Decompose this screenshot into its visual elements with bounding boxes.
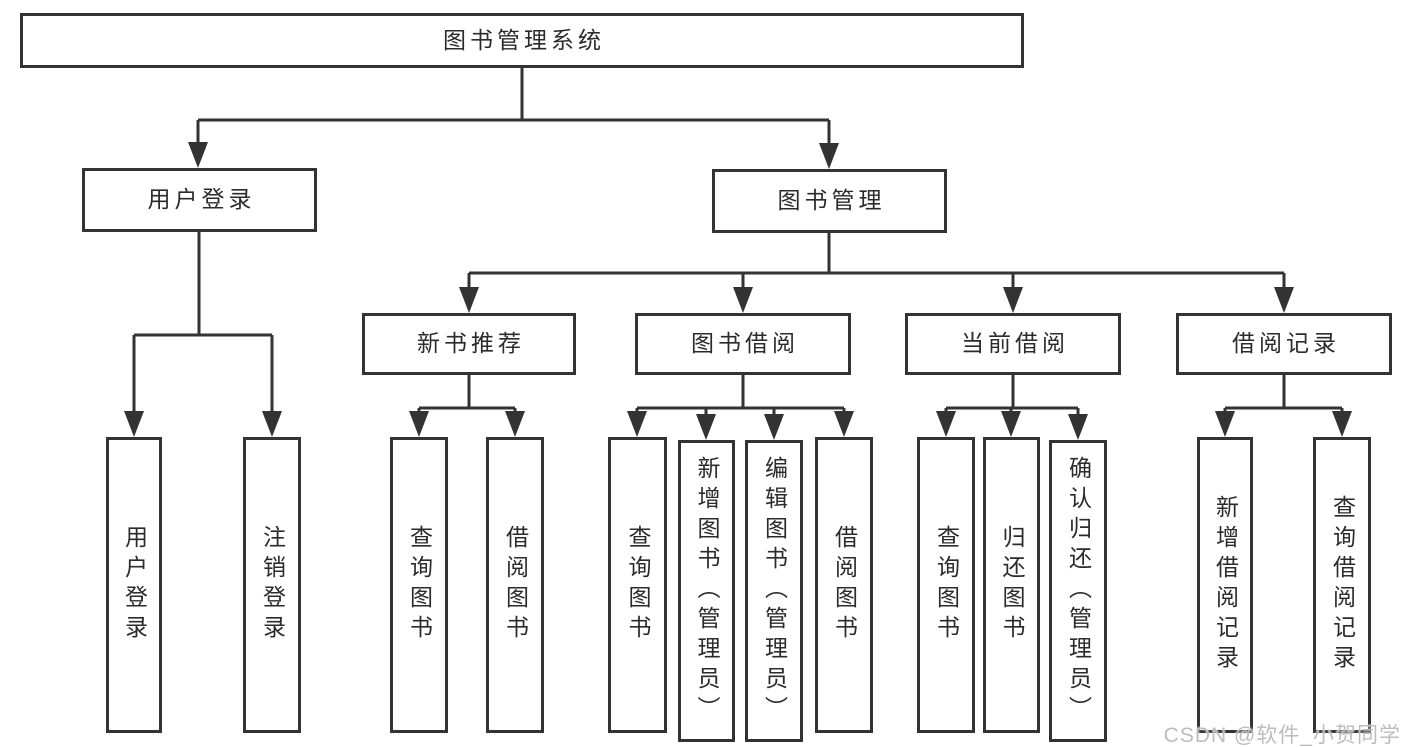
node-book-management: 图书管理 — [712, 169, 947, 233]
leaf-return-book-label: 归还图书 — [999, 525, 1025, 645]
leaf-borrow-book-1: 借阅图书 — [486, 437, 544, 733]
leaf-logout-label: 注销登录 — [259, 525, 286, 645]
down-arrowhead — [409, 411, 429, 437]
node-borrow-record: 借阅记录 — [1176, 313, 1392, 375]
leaf-confirm-return-admin-label: 确认归还（管理员） — [1065, 456, 1092, 726]
leaf-confirm-return-admin: 确认归还（管理员） — [1049, 440, 1107, 742]
node-borrow-record-label: 借阅记录 — [1232, 330, 1340, 357]
down-arrowhead — [696, 414, 716, 440]
node-user-login-label: 用户登录 — [147, 186, 256, 213]
leaf-add-book-admin: 新增图书（管理员） — [678, 440, 735, 742]
node-book-management-label: 图书管理 — [777, 187, 886, 214]
node-new-book-recommend-label: 新书推荐 — [417, 330, 525, 357]
leaf-return-book: 归还图书 — [983, 437, 1040, 733]
leaf-user-login-label: 用户登录 — [121, 525, 148, 645]
leaf-logout: 注销登录 — [243, 437, 301, 733]
node-book-borrow-label: 图书借阅 — [691, 330, 799, 357]
down-arrowhead — [764, 414, 784, 440]
down-arrowhead — [188, 142, 208, 168]
node-book-borrow: 图书借阅 — [635, 313, 851, 375]
leaf-query-book-2: 查询图书 — [608, 437, 667, 733]
leaf-query-book-1: 查询图书 — [390, 437, 448, 733]
leaf-borrow-book-1-label: 借阅图书 — [502, 525, 529, 645]
node-root: 图书管理系统 — [20, 13, 1024, 68]
leaf-add-book-admin-label: 新增图书（管理员） — [694, 456, 720, 726]
down-arrowhead — [1274, 287, 1294, 313]
down-arrowhead — [1001, 411, 1021, 437]
down-arrowhead — [1332, 411, 1352, 437]
leaf-query-book-2-label: 查询图书 — [625, 525, 651, 645]
down-arrowhead — [1215, 411, 1235, 437]
down-arrowhead — [1068, 414, 1088, 440]
node-root-label: 图书管理系统 — [443, 26, 605, 53]
leaf-borrow-book-2: 借阅图书 — [815, 437, 873, 733]
leaf-user-login: 用户登录 — [106, 437, 162, 733]
leaf-add-borrow-record: 新增借阅记录 — [1197, 437, 1253, 733]
down-arrowhead — [936, 411, 956, 437]
leaf-query-borrow-record-label: 查询借阅记录 — [1329, 495, 1356, 675]
leaf-edit-book-admin: 编辑图书（管理员） — [745, 440, 803, 742]
down-arrowhead — [834, 411, 854, 437]
down-arrowhead — [819, 143, 839, 169]
csdn-watermark: CSDN @软件_小贺同学 — [1163, 724, 1401, 747]
node-new-book-recommend: 新书推荐 — [362, 313, 576, 375]
leaf-edit-book-admin-label: 编辑图书（管理员） — [761, 456, 788, 726]
leaf-query-borrow-record: 查询借阅记录 — [1313, 437, 1371, 733]
arrowheads — [124, 142, 1352, 440]
down-arrowhead — [1003, 287, 1023, 313]
leaf-query-book-3: 查询图书 — [917, 437, 975, 733]
node-user-login: 用户登录 — [82, 168, 317, 232]
down-arrowhead — [733, 287, 753, 313]
node-current-borrow: 当前借阅 — [905, 313, 1121, 375]
down-arrowhead — [505, 411, 525, 437]
leaf-query-book-1-label: 查询图书 — [406, 525, 433, 645]
down-arrowhead — [124, 411, 144, 437]
down-arrowhead — [459, 287, 479, 313]
down-arrowhead — [627, 411, 647, 437]
leaf-borrow-book-2-label: 借阅图书 — [831, 525, 858, 645]
leaf-add-borrow-record-label: 新增借阅记录 — [1212, 495, 1239, 675]
down-arrowhead — [262, 411, 282, 437]
leaf-query-book-3-label: 查询图书 — [933, 525, 960, 645]
node-current-borrow-label: 当前借阅 — [961, 330, 1069, 357]
